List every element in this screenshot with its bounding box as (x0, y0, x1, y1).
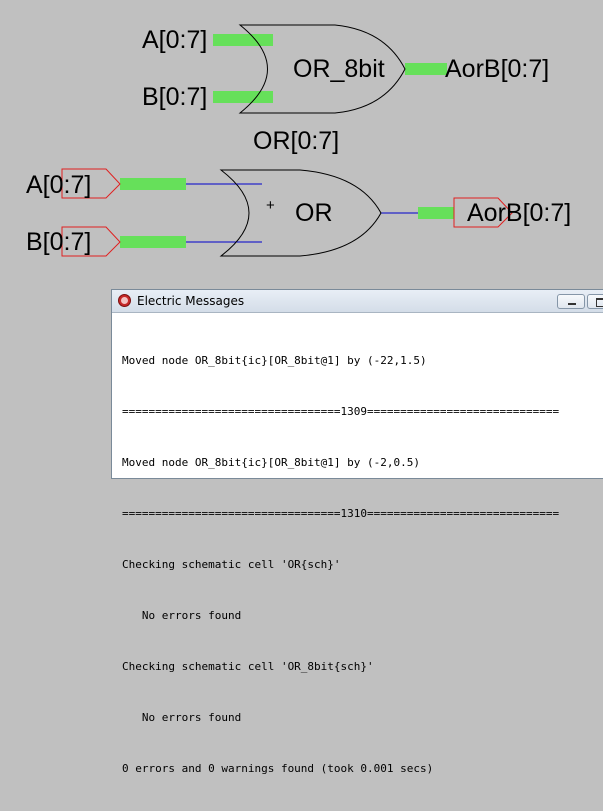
input-port-a[interactable] (61, 168, 121, 199)
icon-input-b-label: B[0:7] (142, 83, 208, 111)
schematic-drawing (61, 24, 513, 257)
maximize-button[interactable] (587, 294, 603, 309)
gate-label: OR (295, 199, 333, 227)
electric-app-icon[interactable] (118, 294, 131, 307)
log-line: No errors found (122, 609, 242, 622)
log-line: =================================1310===… (122, 507, 560, 520)
log-line: No errors found (122, 711, 242, 724)
log-line: Moved node OR_8bit{ic}[OR_8bit@1] by (-2… (122, 354, 427, 367)
output-bus[interactable] (418, 207, 454, 219)
log-line: Moved node OR_8bit{ic}[OR_8bit@1] by (-2… (122, 456, 421, 469)
or-8bit-gate-shape[interactable] (238, 24, 406, 114)
output-label: AorB[0:7] (467, 199, 572, 227)
gate-plus-symbol: + (266, 197, 275, 214)
log-line: =================================1309===… (122, 405, 560, 418)
input-a-bus[interactable] (120, 178, 186, 190)
log-line: 0 errors and 0 warnings found (took 0.00… (122, 762, 434, 775)
minimize-button[interactable] (557, 294, 585, 309)
input-a-label: A[0:7] (26, 171, 92, 199)
icon-input-a-label: A[0:7] (142, 26, 208, 54)
log-line: Checking schematic cell 'OR{sch}' (122, 558, 341, 571)
input-b-label: B[0:7] (26, 228, 92, 256)
icon-input-b-bus[interactable] (213, 91, 273, 103)
icon-input-a-bus[interactable] (213, 34, 273, 46)
or-gate-shape[interactable] (219, 169, 382, 257)
input-port-b[interactable] (61, 226, 121, 257)
log-line: Checking schematic cell 'OR_8bit{sch}' (122, 660, 374, 673)
schematic-canvas[interactable]: A[0:7] B[0:7] OR_8bit AorB[0:7] OR[0:7] … (0, 0, 603, 472)
output-port[interactable] (453, 197, 513, 228)
window-title: Electric Messages (137, 294, 245, 308)
input-b-bus[interactable] (120, 236, 186, 248)
schematic-title: OR[0:7] (253, 127, 340, 155)
icon-output-label: AorB[0:7] (445, 55, 550, 83)
message-log[interactable]: Moved node OR_8bit{ic}[OR_8bit@1] by (-2… (122, 318, 603, 811)
icon-gate-label: OR_8bit (293, 55, 385, 83)
icon-output-bus[interactable] (405, 63, 447, 75)
messages-window[interactable]: Electric Messages Moved node OR_8bit{ic}… (111, 289, 603, 775)
messages-titlebar[interactable]: Electric Messages (112, 290, 603, 313)
